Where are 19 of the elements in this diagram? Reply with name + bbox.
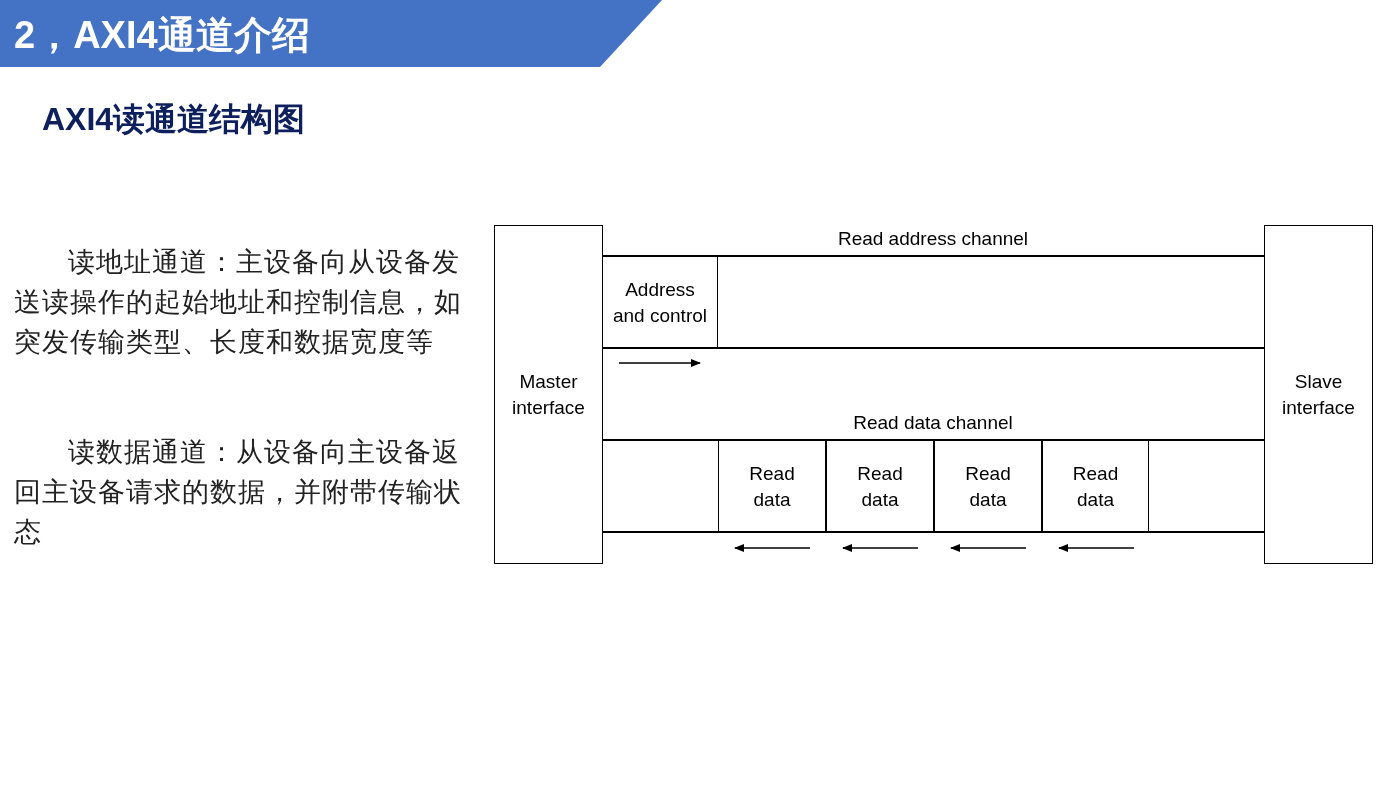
section-heading: AXI4读通道结构图 — [42, 100, 306, 139]
interface-box — [1264, 225, 1373, 564]
node-label: Read data — [1071, 462, 1120, 512]
payload-cell — [826, 441, 934, 533]
node-label: Read data — [964, 462, 1012, 512]
interface-box — [494, 225, 603, 564]
channel-heading: Read data channel — [852, 411, 1014, 435]
payload-cell — [718, 441, 826, 533]
payload-cell — [1042, 441, 1149, 533]
node-label: Read data — [748, 462, 796, 512]
node-label: Slave interface — [1281, 369, 1356, 420]
description-paragraph: 读数据通道：从设备向主设备返回主设备请求的数据，并附带传输状态 — [14, 436, 463, 549]
node-label: Read data — [856, 462, 904, 512]
payload-cell — [934, 441, 1042, 533]
node-label: Master interface — [511, 369, 586, 420]
node-label: Address and control — [612, 278, 708, 328]
channel-heading: Read address channel — [836, 227, 1030, 251]
slide-title: 2，AXI4通道介绍 — [14, 13, 310, 58]
description-paragraph: 读地址通道：主设备向从设备发送读操作的起始地址和控制信息，如突发传输类型、长度和数据宽度等 — [14, 246, 463, 359]
